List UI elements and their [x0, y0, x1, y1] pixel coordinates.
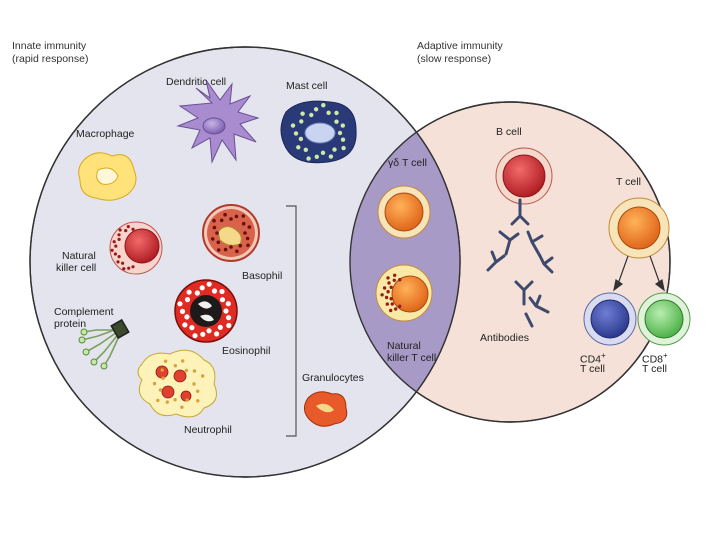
cd4-t-cell — [583, 292, 637, 346]
nk-label-line2: killer cell — [56, 262, 97, 274]
natural-killer-cell — [109, 221, 163, 275]
cd4-label-line1: CD4+ — [580, 350, 606, 366]
adaptive-subtitle: (slow response) — [417, 53, 492, 65]
antibodies-label: Antibodies — [480, 332, 530, 344]
eosinophil-cell — [174, 279, 238, 343]
basophil-cell — [202, 204, 260, 262]
cd4-label-text: CD4 — [580, 353, 602, 366]
cd8-label-sup: + — [663, 351, 668, 360]
b-cell — [495, 147, 553, 205]
t-cell-label: T cell — [616, 176, 641, 188]
cd8-t-cell — [637, 292, 691, 346]
neutrophil-cell — [137, 349, 217, 418]
differentiation-arrows — [613, 255, 665, 292]
nkt-label-line1: Natural — [387, 340, 421, 352]
cd4-label-sup: + — [601, 351, 606, 360]
mast-cell-label: Mast cell — [286, 80, 328, 92]
nkt-label-line2: killer T cell — [387, 352, 437, 364]
innate-subtitle: (rapid response) — [12, 53, 89, 65]
macrophage-cell — [78, 152, 137, 201]
overlap-region — [350, 102, 460, 422]
mast-cell — [280, 100, 357, 164]
cd8-label-line1: CD8+ — [642, 350, 668, 366]
b-cell-label: B cell — [496, 126, 522, 138]
cd8-label-line2: T cell — [642, 363, 667, 375]
granulocyte-bracket — [286, 205, 297, 437]
gamma-delta-t-cell — [377, 185, 431, 239]
granulocyte-cell — [304, 391, 348, 427]
cd8-label-text: CD8 — [642, 353, 664, 366]
t-cell — [608, 197, 670, 259]
cd4-label-line2: T cell — [580, 363, 605, 375]
complement-protein — [78, 318, 130, 370]
antibodies — [486, 198, 554, 328]
innate-title: Innate immunity — [12, 40, 87, 52]
macrophage-label: Macrophage — [76, 128, 135, 140]
dendritic-cell — [176, 79, 260, 164]
natural-killer-t-cell — [375, 264, 433, 322]
neutrophil-label: Neutrophil — [184, 424, 232, 436]
complement-label-line1: Complement — [54, 306, 114, 318]
nk-label-line1: Natural — [62, 250, 96, 262]
granulocytes-label: Granulocytes — [302, 372, 364, 384]
eosinophil-label: Eosinophil — [222, 345, 271, 357]
complement-label-line2: protein — [54, 318, 87, 330]
adaptive-title: Adaptive immunity — [417, 40, 503, 52]
dendritic-cell-label: Dendritic cell — [166, 76, 227, 88]
basophil-label: Basophil — [242, 270, 283, 282]
gamma-delta-t-cell-label: γδ T cell — [388, 157, 427, 169]
